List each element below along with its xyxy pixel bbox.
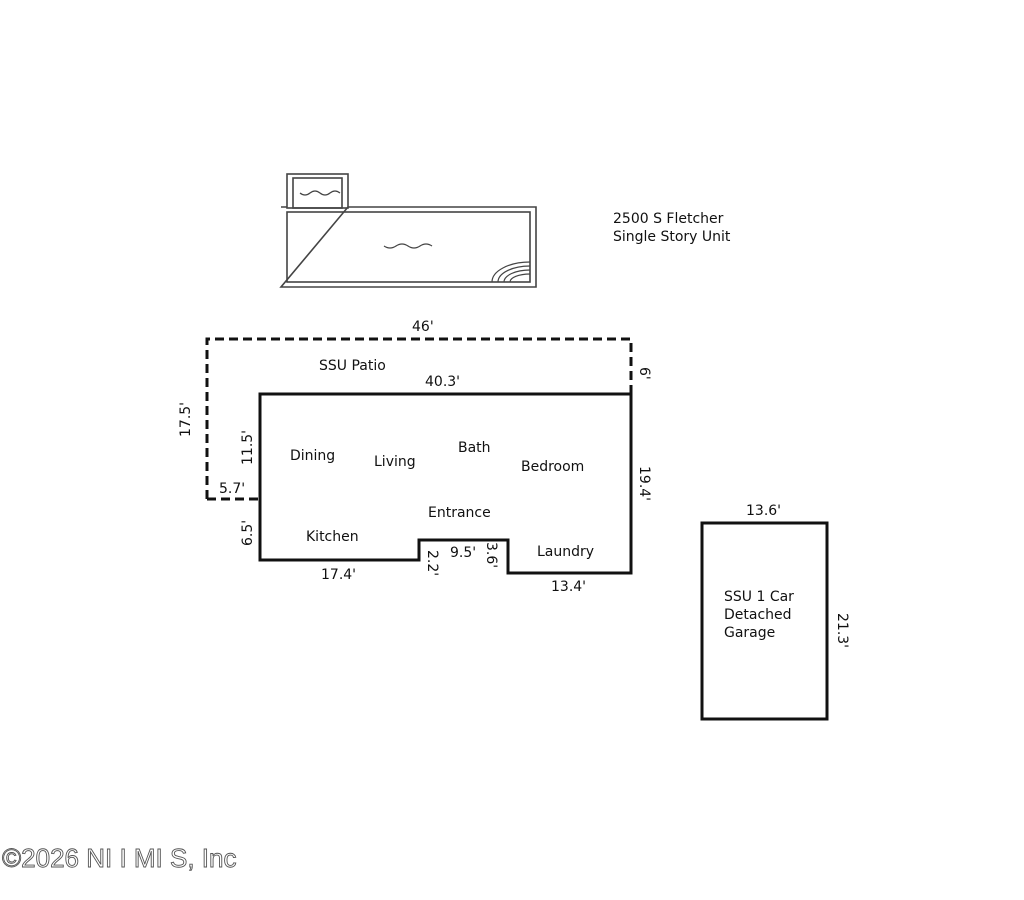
dim-unit-bottom-left: 17.4' <box>321 567 356 583</box>
dim-unit-bottom-right: 13.4' <box>551 579 586 595</box>
room-living: Living <box>374 454 416 470</box>
room-bedroom: Bedroom <box>521 459 584 475</box>
dim-garage-right: 21.3' <box>834 613 850 648</box>
dim-unit-right: 19.4' <box>636 466 652 501</box>
garage-label-line2: Detached <box>724 607 792 623</box>
dim-patio-right: 6' <box>636 367 652 380</box>
dim-notch-left: 2.2' <box>424 550 440 576</box>
dim-patio-top: 46' <box>412 319 434 335</box>
garage-outline <box>700 521 829 721</box>
room-laundry: Laundry <box>537 544 594 560</box>
unit-outline <box>258 392 633 575</box>
garage-label-line3: Garage <box>724 625 775 641</box>
dim-unit-left-upper: 11.5' <box>240 430 256 465</box>
room-dining: Dining <box>290 448 335 464</box>
dim-unit-left-lower: 6.5' <box>240 520 256 546</box>
dim-notch-top: 9.5' <box>450 545 476 561</box>
pool-steps-icon <box>491 261 531 283</box>
dim-patio-bottom-left: 5.7' <box>219 481 245 497</box>
room-kitchen: Kitchen <box>306 529 359 545</box>
property-address: 2500 S Fletcher <box>613 211 724 227</box>
patio-label: SSU Patio <box>319 358 386 374</box>
room-entrance: Entrance <box>428 505 491 521</box>
dim-notch-right: 3.6' <box>483 542 499 568</box>
dim-unit-top: 40.3' <box>425 374 460 390</box>
dim-garage-top: 13.6' <box>746 503 781 519</box>
patio-outline <box>205 337 633 501</box>
pool-icon <box>279 173 537 288</box>
dim-patio-left: 17.5' <box>178 402 194 437</box>
unit-type: Single Story Unit <box>613 229 731 245</box>
room-bath: Bath <box>458 440 491 456</box>
copyright-watermark: ©2026 NI I MI S, Inc <box>2 843 236 873</box>
garage-label-line1: SSU 1 Car <box>724 589 794 605</box>
